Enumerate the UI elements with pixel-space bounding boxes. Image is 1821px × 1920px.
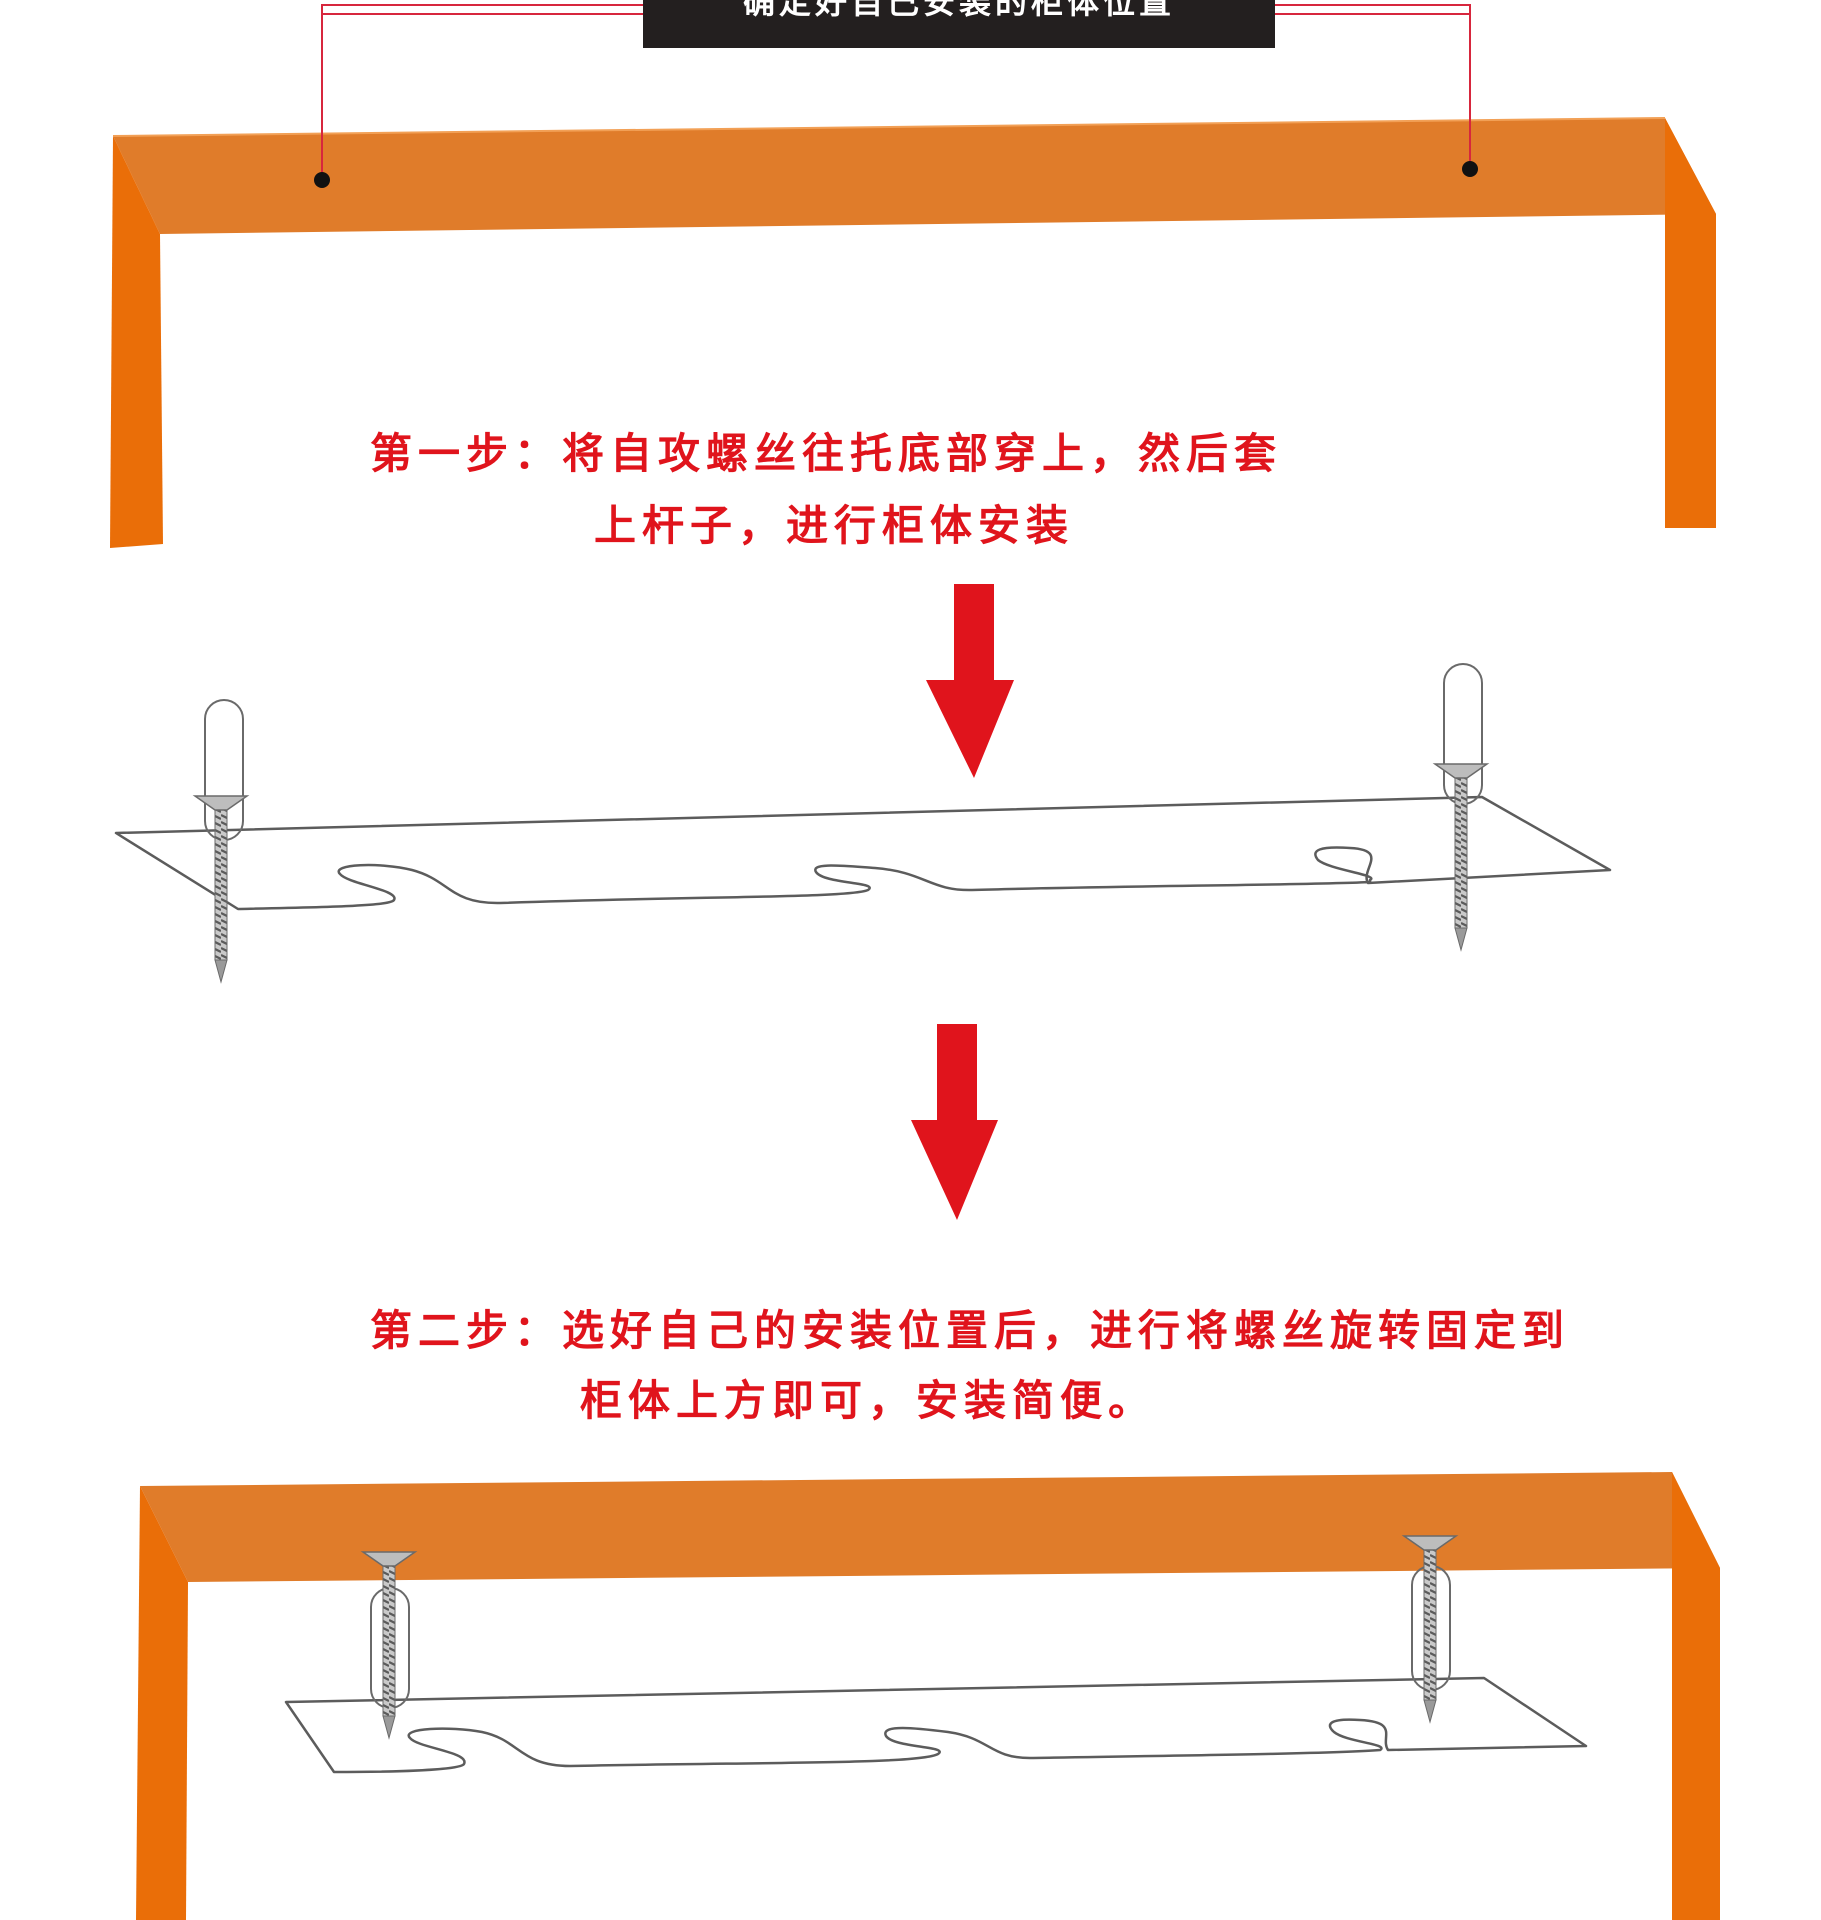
page-title-text: 确定好自己安装的柜体位置 xyxy=(742,0,1175,21)
position-marker-lines xyxy=(321,4,1471,180)
screw-icon xyxy=(1434,663,1488,951)
marker-dot-right xyxy=(1462,161,1478,177)
tray-bracket xyxy=(114,795,1612,911)
screw-icon xyxy=(194,699,248,983)
step2-line1: 第二步：选好自己的安装位置后，进行将螺丝旋转固定到 xyxy=(370,1306,1571,1355)
arrow-down-icon xyxy=(911,1024,998,1220)
cabinet-top-illustration xyxy=(110,117,1716,548)
step2-line2: 柜体上方即可，安装简便。 xyxy=(580,1376,1157,1425)
tray-bracket xyxy=(284,1676,1588,1774)
screw-icon xyxy=(1403,1535,1457,1723)
step1-line1: 第一步：将自攻螺丝往托底部穿上，然后套 xyxy=(370,429,1283,478)
screw-icon xyxy=(362,1551,416,1739)
arrow-down-icon xyxy=(926,584,1014,778)
page-title: 确定好自己安装的柜体位置 xyxy=(643,0,1275,48)
step1-line2: 上杆子，进行柜体安装 xyxy=(594,501,1075,550)
marker-dot-left xyxy=(314,172,330,188)
cabinet-bottom-illustration xyxy=(136,1472,1720,1920)
